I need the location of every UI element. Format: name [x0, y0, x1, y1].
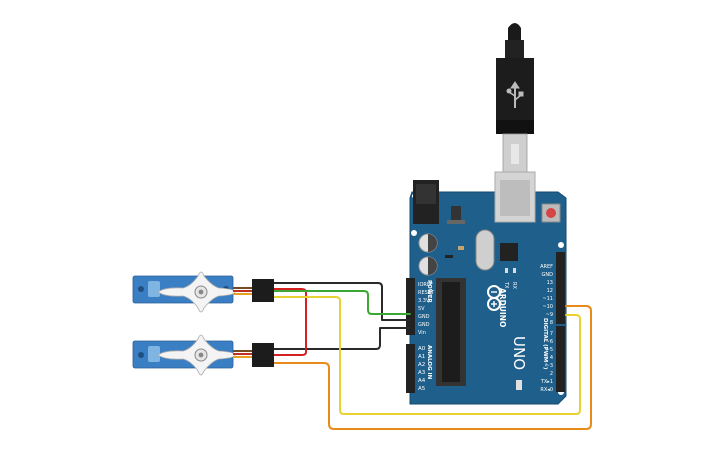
svg-text:~6: ~6: [546, 339, 553, 345]
svg-text:Vin: Vin: [418, 330, 426, 336]
svg-text:3.3V: 3.3V: [418, 298, 430, 304]
wire-green-5v[interactable]: [273, 290, 411, 315]
model-label: UNO: [510, 336, 528, 370]
reset-button[interactable]: [541, 203, 561, 223]
servo-horn: [157, 271, 236, 313]
svg-text:A1: A1: [418, 354, 425, 360]
servo-cable: [233, 350, 252, 358]
tx-label: TX: [503, 281, 509, 289]
svg-text:~5: ~5: [546, 347, 553, 353]
svg-text:5V: 5V: [418, 306, 425, 312]
micro-servo-2[interactable]: [132, 334, 274, 376]
wires: [271, 282, 592, 430]
wire-orange-signal[interactable]: [273, 305, 592, 430]
svg-text:DIGITAL (PWM~): DIGITAL (PWM~): [542, 318, 548, 370]
micro-servo-1[interactable]: [132, 271, 274, 313]
usb-icon: [506, 81, 524, 108]
svg-text:GND: GND: [542, 272, 554, 278]
power-header: [406, 278, 415, 335]
svg-text:~3: ~3: [546, 363, 553, 369]
wire-black-gnd-servo2[interactable]: [271, 327, 411, 350]
wire-red-5v[interactable]: [273, 288, 307, 356]
svg-text:8: 8: [550, 320, 553, 326]
svg-text:GND: GND: [418, 314, 430, 320]
svg-text:2: 2: [550, 371, 553, 377]
digital-header-upper: [556, 252, 565, 324]
servo-connector: [252, 279, 274, 302]
svg-text:~11: ~11: [542, 296, 553, 302]
svg-text:ANALOG IN: ANALOG IN: [426, 345, 432, 380]
digital-pin-labels: AREF GND 13 12 ~11 ~10 ~9 8 7 ~6 ~5 4 ~3…: [540, 264, 553, 393]
svg-text:RX◂0: RX◂0: [540, 387, 553, 393]
servo-cable: [233, 287, 252, 295]
digital-header-lower: [556, 326, 565, 392]
svg-text:~9: ~9: [546, 312, 553, 318]
servo-horn: [157, 334, 236, 376]
svg-text:GND: GND: [418, 322, 430, 328]
analog-pin-labels: A0 A1 A2 A3 A4 A5: [418, 346, 426, 392]
servo-connector: [252, 343, 274, 367]
svg-text:POWER: POWER: [426, 280, 432, 304]
svg-text:RESET: RESET: [418, 290, 435, 296]
arduino-logo: [487, 285, 501, 311]
svg-text:~10: ~10: [542, 304, 553, 310]
atmega-ic: [436, 278, 466, 386]
arduino-uno-board[interactable]: TX RX ARDUINO UNO POWER IOREF RESET 3.3V…: [406, 171, 567, 405]
svg-text:12: 12: [547, 288, 553, 294]
usb-cable[interactable]: [496, 23, 534, 173]
analog-header: [406, 344, 415, 393]
svg-text:A0: A0: [418, 346, 426, 352]
wire-yellow-signal[interactable]: [273, 296, 581, 415]
wire-black-gnd-servo1[interactable]: [271, 282, 411, 321]
capacitor: [418, 233, 438, 276]
power-pin-labels: IOREF RESET 3.3V 5V GND GND Vin: [418, 282, 435, 336]
brand-label: ARDUINO: [498, 288, 507, 327]
svg-text:A2: A2: [418, 362, 425, 368]
svg-text:TX▸1: TX▸1: [540, 379, 553, 385]
svg-text:AREF: AREF: [540, 264, 553, 270]
svg-text:13: 13: [547, 280, 553, 286]
svg-text:7: 7: [550, 331, 553, 337]
rx-label: RX: [511, 282, 517, 289]
svg-text:IOREF: IOREF: [418, 282, 433, 288]
svg-text:A3: A3: [418, 370, 426, 376]
svg-text:4: 4: [550, 355, 553, 361]
svg-text:A5: A5: [418, 386, 426, 392]
svg-text:A4: A4: [418, 378, 426, 384]
